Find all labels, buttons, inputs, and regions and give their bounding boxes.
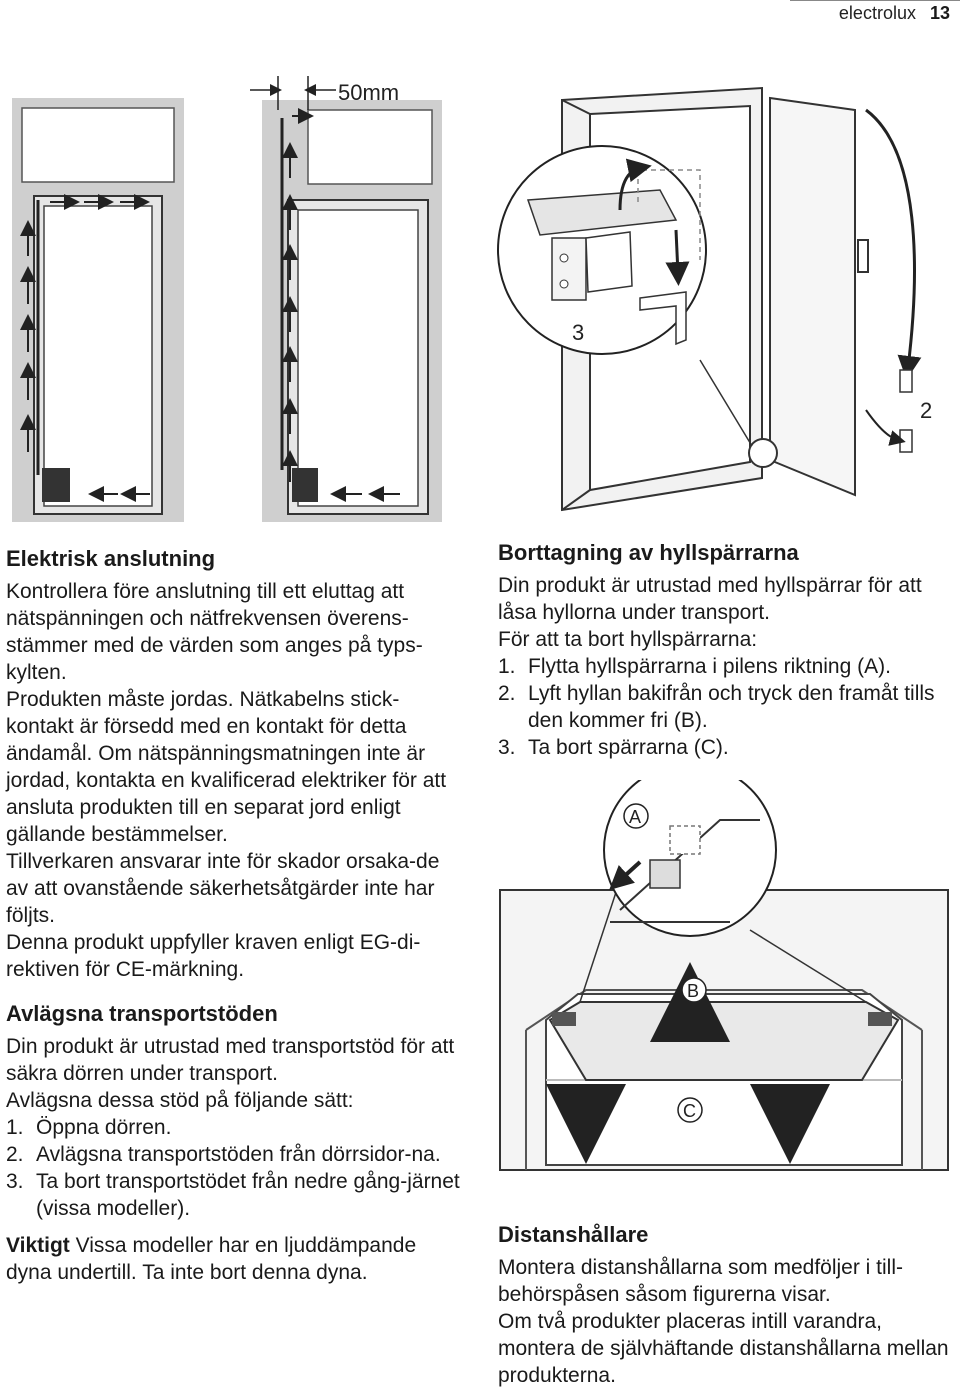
label-c: C	[683, 1101, 696, 1121]
electrical-heading: Elektrisk anslutning	[6, 546, 216, 571]
shelf-locks-steps: 1.Flytta hyllspärrarna i pilens riktning…	[498, 653, 954, 761]
page-number: 13	[929, 2, 950, 23]
transport-section: Avlägsna transportstöden Din produkt är …	[6, 1001, 466, 1286]
label-a: A	[629, 807, 641, 827]
header-rule	[790, 0, 960, 1]
spacers-heading: Distanshållare	[498, 1222, 649, 1247]
list-item: 1.Öppna dörren.	[6, 1116, 172, 1139]
electrical-paragraph: Denna produkt uppfyller kraven enligt EG…	[6, 931, 421, 981]
right-cabinet-diagram	[262, 100, 442, 522]
dimension-label: 50mm	[338, 80, 399, 105]
transport-steps: 1.Öppna dörren. 2.Avlägsna transportstöd…	[6, 1114, 466, 1222]
transport-intro: Din produkt är utrustad med transportstö…	[6, 1035, 455, 1085]
electrical-paragraph: Kontrollera före anslutning till ett elu…	[6, 580, 423, 684]
hinge-detail-circle	[497, 145, 707, 355]
shelf-locks-heading: Borttagning av hyllspärrarna	[498, 540, 799, 565]
door-transport-figure: 2 3	[497, 86, 932, 512]
transport-note: Viktigt Vissa modeller har en ljuddämpan…	[6, 1232, 466, 1286]
electrical-paragraph: Produkten måste jordas. Nätkabelns stick…	[6, 688, 447, 846]
shelf-locks-intro: Din produkt är utrustad med hyllspärrar …	[498, 574, 922, 624]
shelf-lock-figure: A B C	[499, 780, 949, 1171]
ventilation-figure: 50mm	[12, 76, 442, 522]
list-item: 2.Lyft hyllan bakifrån och tryck den fra…	[498, 682, 935, 732]
electrical-paragraph: Tillverkaren ansvarar inte för skador or…	[6, 850, 440, 927]
spacers-paragraph: Om två produkter placeras intill varandr…	[498, 1310, 949, 1387]
spacers-section: Distanshållare Montera distanshållarna s…	[498, 1222, 954, 1389]
note-text: Vissa modeller har en ljuddämpande dyna …	[6, 1234, 417, 1284]
note-label: Viktigt	[6, 1234, 70, 1257]
callout-2: 2	[920, 398, 932, 423]
open-door-diagram	[769, 96, 869, 497]
shelf-diagram	[548, 1001, 900, 1081]
spacers-paragraph: Montera distanshållarna som medföljer i …	[498, 1256, 903, 1306]
transport-lead: Avlägsna dessa stöd på följande sätt:	[6, 1089, 354, 1112]
transport-heading: Avlägsna transportstöden	[6, 1001, 278, 1026]
list-item: 3.Ta bort spärrarna (C).	[498, 736, 729, 759]
label-b: B	[687, 981, 699, 1001]
page-header: electrolux 13	[839, 0, 960, 26]
detail-circle-a	[603, 780, 777, 937]
move-arrow-icon	[865, 108, 922, 380]
list-item: 1.Flytta hyllspärrarna i pilens riktning…	[498, 655, 891, 678]
support-part-icon	[899, 369, 913, 393]
left-cabinet-diagram	[12, 98, 184, 522]
list-item: 3.Ta bort transportstödet från nedre gån…	[6, 1170, 460, 1220]
list-item: 2.Avlägsna transportstöden från dörrsido…	[6, 1143, 441, 1166]
electrical-section: Elektrisk anslutning Kontrollera före an…	[6, 546, 466, 983]
brand-name: electrolux	[838, 2, 916, 23]
support-part-icon	[899, 429, 913, 453]
shelf-locks-lead: För att ta bort hyllspärrarna:	[498, 628, 758, 651]
left-column: Elektrisk anslutning Kontrollera före an…	[6, 546, 466, 1286]
shelf-locks-section: Borttagning av hyllspärrarna Din produkt…	[498, 540, 954, 761]
callout-3: 3	[572, 320, 584, 345]
